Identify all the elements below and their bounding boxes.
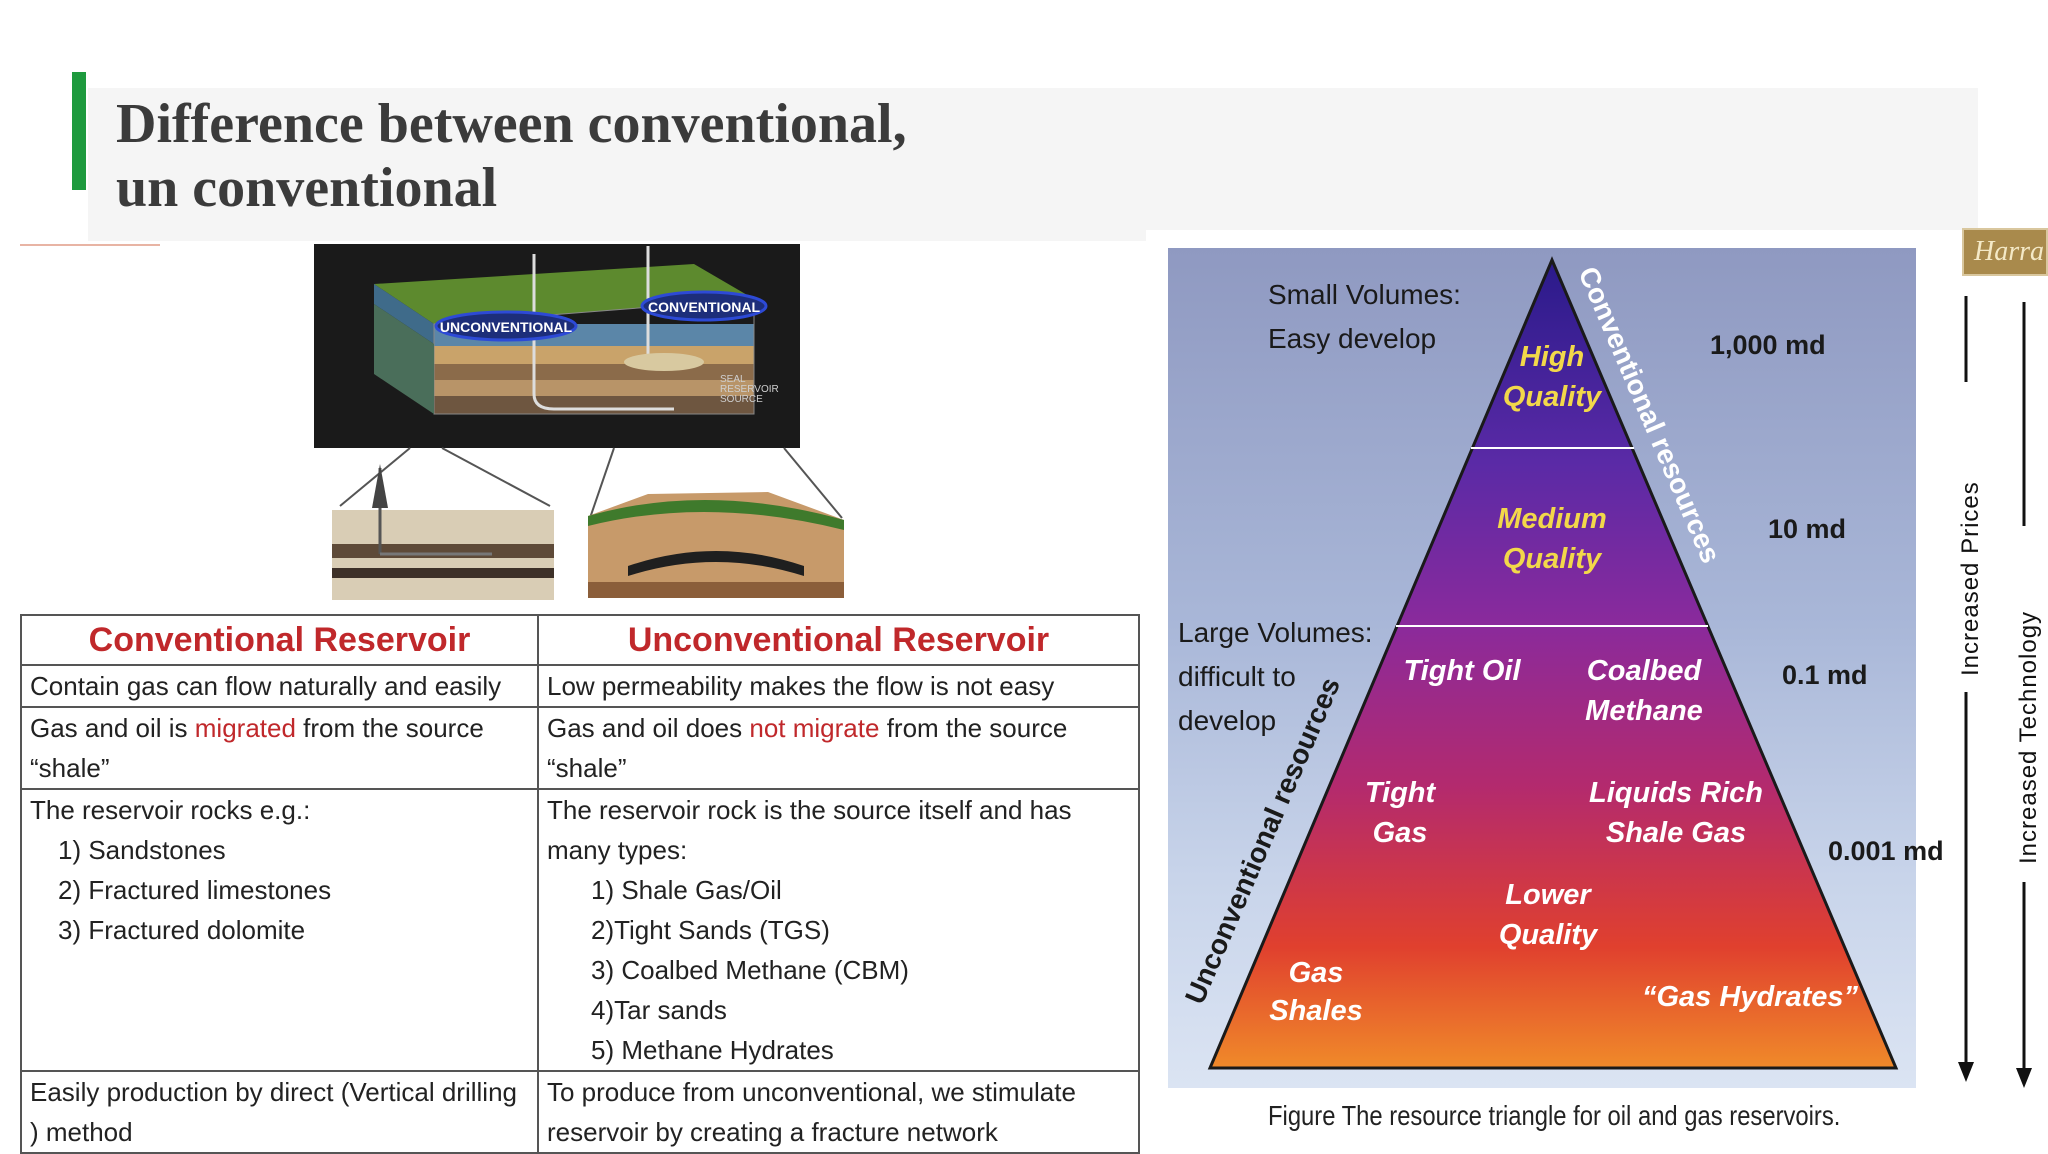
r3-left-item: 1) Sandstones (58, 835, 226, 865)
label-gas-shales-2: Shales (1269, 995, 1363, 1027)
label-gas-hydrates: “Gas Hydrates” (1642, 981, 1858, 1013)
label-increased-technology: Increased Technology (2015, 611, 2042, 864)
label-seal: SEAL (720, 374, 746, 385)
label-large-volumes: Large Volumes: (1178, 617, 1373, 648)
table-header-row: Conventional Reservoir Unconventional Re… (20, 614, 1140, 666)
label-shale-gas: Shale Gas (1606, 817, 1746, 849)
label-small-volumes: Small Volumes: (1268, 279, 1461, 310)
r2-left-pre: Gas and oil is (30, 713, 188, 743)
header-unconventional: Unconventional Reservoir (537, 614, 1140, 666)
title-accent-bar (72, 72, 86, 190)
top-rule (20, 244, 160, 246)
title-line-1: Difference between conventional, (116, 93, 907, 155)
cell-r2-left: Gas and oil is migrated from the source … (20, 706, 539, 790)
label-medium: Medium (1497, 503, 1607, 535)
r3-right-item: 1) Shale Gas/Oil (591, 875, 782, 905)
label-gas-shales-1: Gas (1289, 957, 1344, 989)
r3-left-intro: The reservoir rocks e.g.: (30, 795, 311, 825)
perm-1000-md: 1,000 md (1710, 330, 1826, 360)
table-row: The reservoir rocks e.g.: 1) Sandstones … (20, 788, 1140, 1072)
table-row: Gas and oil is migrated from the source … (20, 706, 1140, 790)
reservoir-block-diagram: UNCONVENTIONAL CONVENTIONAL SEAL RESERVO… (374, 246, 779, 415)
label-high: High (1520, 341, 1584, 373)
label-methane: Methane (1585, 695, 1703, 727)
r2-right-highlight: not migrate (749, 713, 880, 743)
table-row: Contain gas can flow naturally and easil… (20, 664, 1140, 708)
connector-lines (339, 447, 843, 519)
r2-left-highlight: migrated (194, 713, 296, 743)
cell-r3-left: The reservoir rocks e.g.: 1) Sandstones … (20, 788, 539, 1072)
r2-right-post: from the source “shale” (547, 713, 1068, 783)
cell-r4-right: To produce from unconventional, we stimu… (537, 1070, 1140, 1154)
r3-right-item: 2)Tight Sands (TGS) (591, 915, 830, 945)
cell-r1-right: Low permeability makes the flow is not e… (537, 664, 1140, 708)
logo-thumbnail: Harra (1962, 228, 2048, 276)
label-coalbed: Coalbed (1587, 655, 1703, 687)
title-line-2: un conventional (116, 157, 498, 219)
r3-right-item: 3) Coalbed Methane (CBM) (591, 955, 909, 985)
cell-r3-right: The reservoir rock is the source itself … (537, 788, 1140, 1072)
r3-right-intro: The reservoir rock is the source itself … (547, 795, 1072, 865)
label-lower: Lower (1505, 879, 1592, 911)
label-lower-quality: Quality (1499, 919, 1599, 951)
label-easy-develop: Easy develop (1268, 323, 1436, 354)
label-conventional: CONVENTIONAL (648, 299, 760, 315)
label-difficult-to: difficult to (1178, 661, 1296, 692)
label-medium-quality: Quality (1503, 543, 1603, 575)
perm-10-md: 10 md (1768, 514, 1846, 544)
figure-caption: Figure The resource triangle for oil and… (1268, 1100, 1841, 1131)
perm-0-001-md: 0.001 md (1828, 836, 1944, 866)
table-row: Easily production by direct (Vertical dr… (20, 1070, 1140, 1154)
conventional-cross-section (588, 486, 844, 598)
label-tight: Tight (1365, 777, 1437, 809)
r3-right-item: 4)Tar sands (591, 995, 727, 1025)
label-gas: Gas (1373, 817, 1428, 849)
unconventional-cross-section (332, 458, 554, 600)
r3-right-item: 5) Methane Hydrates (591, 1035, 834, 1065)
comparison-table: Conventional Reservoir Unconventional Re… (20, 614, 1140, 1154)
label-liquids-rich: Liquids Rich (1589, 777, 1763, 809)
r2-right-pre: Gas and oil does (547, 713, 743, 743)
reservoir-illustration: UNCONVENTIONAL CONVENTIONAL SEAL RESERVO… (314, 244, 800, 448)
cell-r4-left: Easily production by direct (Vertical dr… (20, 1070, 539, 1154)
slide-title: Difference between conventional, un conv… (116, 92, 1216, 220)
label-unconventional: UNCONVENTIONAL (440, 319, 573, 335)
label-tight-oil: Tight Oil (1403, 655, 1521, 687)
label-source: SOURCE (720, 394, 763, 405)
label-high-quality: Quality (1503, 381, 1603, 413)
cell-r2-right: Gas and oil does not migrate from the so… (537, 706, 1140, 790)
perm-0-1-md: 0.1 md (1782, 660, 1868, 690)
r3-left-item: 2) Fractured limestones (58, 875, 332, 905)
label-reservoir: RESERVOIR (720, 384, 779, 395)
side-arrows: Increased Prices Increased Technology (1957, 296, 2042, 1088)
r2-left-post: from the source “shale” (30, 713, 484, 783)
label-increased-prices: Increased Prices (1957, 481, 1984, 676)
cell-r1-left: Contain gas can flow naturally and easil… (20, 664, 539, 708)
label-develop: develop (1178, 705, 1276, 736)
r3-left-item: 3) Fractured dolomite (58, 915, 306, 945)
header-conventional: Conventional Reservoir (20, 614, 539, 666)
title-band (88, 88, 1978, 241)
triangle-shape (1207, 256, 1899, 1070)
resource-triangle: High Quality Medium Quality Tight Oil Co… (1178, 256, 1944, 1070)
